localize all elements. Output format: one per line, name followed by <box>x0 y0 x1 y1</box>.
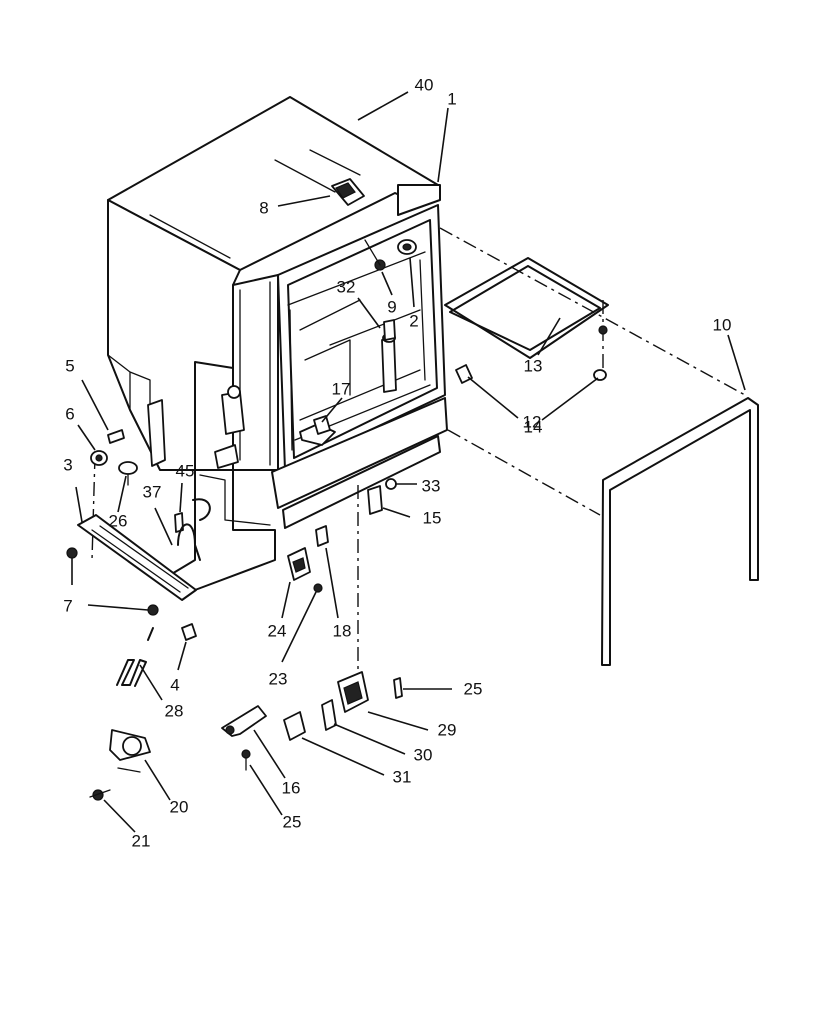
part-12-clip <box>455 364 473 384</box>
callout-26: 26 <box>109 511 128 530</box>
callout-30: 30 <box>414 745 433 764</box>
leader-lines <box>71 91 746 833</box>
part-5-screw <box>107 429 125 444</box>
part-14-washer <box>593 325 608 381</box>
callout-15: 15 <box>423 508 442 527</box>
part-2-knob <box>397 239 417 255</box>
part-32-spray-arm-post <box>381 319 397 393</box>
callout-25-upper: 25 <box>464 679 483 698</box>
part-13-rack-frame <box>444 257 609 359</box>
callout-28: 28 <box>165 701 184 720</box>
part-17-bracket <box>299 415 336 446</box>
callout-23: 23 <box>269 669 288 688</box>
part-9-screw <box>364 239 386 271</box>
callout-13: 13 <box>524 356 543 375</box>
callout-40: 40 <box>415 75 434 94</box>
callout-16: 16 <box>282 778 301 797</box>
part-25a-screw <box>393 677 403 699</box>
callout-32: 32 <box>337 277 356 296</box>
part-16-clamp <box>221 705 267 737</box>
part-26-plug <box>118 461 138 486</box>
alignment-lines <box>91 227 746 680</box>
callout-8: 8 <box>259 198 268 217</box>
part-10-frame-rail <box>601 397 759 666</box>
callout-45: 45 <box>176 461 195 480</box>
callout-4: 4 <box>170 675 179 694</box>
callout-7: 7 <box>63 596 72 615</box>
callout-12: 12 <box>523 412 542 431</box>
callout-14: 14 <box>524 417 543 436</box>
callout-2: 2 <box>409 311 418 330</box>
callout-3: 3 <box>63 455 72 474</box>
callout-29: 29 <box>438 720 457 739</box>
part-21-screw <box>89 789 111 801</box>
part-29-switch <box>337 671 369 713</box>
part-28-spring <box>116 627 154 687</box>
callout-20: 20 <box>170 797 189 816</box>
part-45-screw <box>174 512 184 533</box>
callout-6: 6 <box>65 404 74 423</box>
tub-assembly <box>107 96 448 591</box>
part-6-washer <box>90 450 108 466</box>
callout-33: 33 <box>422 476 441 495</box>
part-3-toe-plate <box>77 514 197 601</box>
callout-24: 24 <box>268 621 287 640</box>
part-15-bushing <box>367 485 383 515</box>
callout-10: 10 <box>713 315 732 334</box>
part-18-fitting <box>315 525 329 547</box>
callout-5: 5 <box>65 356 74 375</box>
part-24-valve-body <box>287 547 311 581</box>
callout-25-lower: 25 <box>283 812 302 831</box>
part-31-insulator <box>283 711 306 741</box>
part-8-latch <box>331 178 365 206</box>
part-37-hose <box>177 498 211 561</box>
callout-9: 9 <box>387 297 396 316</box>
callout-labels: 40 1 8 32 9 2 10 5 6 3 17 13 12 14 45 37… <box>63 75 731 850</box>
part-4-nut <box>181 623 197 641</box>
part-30-bracket <box>321 699 337 731</box>
part-33-nut <box>385 478 397 490</box>
part-23-screw <box>313 583 323 593</box>
callout-18: 18 <box>333 621 352 640</box>
part-20-inlet-valve <box>109 729 151 773</box>
callout-31: 31 <box>393 767 412 786</box>
part-25b-screw <box>241 749 251 771</box>
callout-37: 37 <box>143 482 162 501</box>
callout-17: 17 <box>332 379 351 398</box>
callout-1: 1 <box>447 89 456 108</box>
part-7-screws <box>66 547 159 616</box>
callout-21: 21 <box>132 831 151 850</box>
